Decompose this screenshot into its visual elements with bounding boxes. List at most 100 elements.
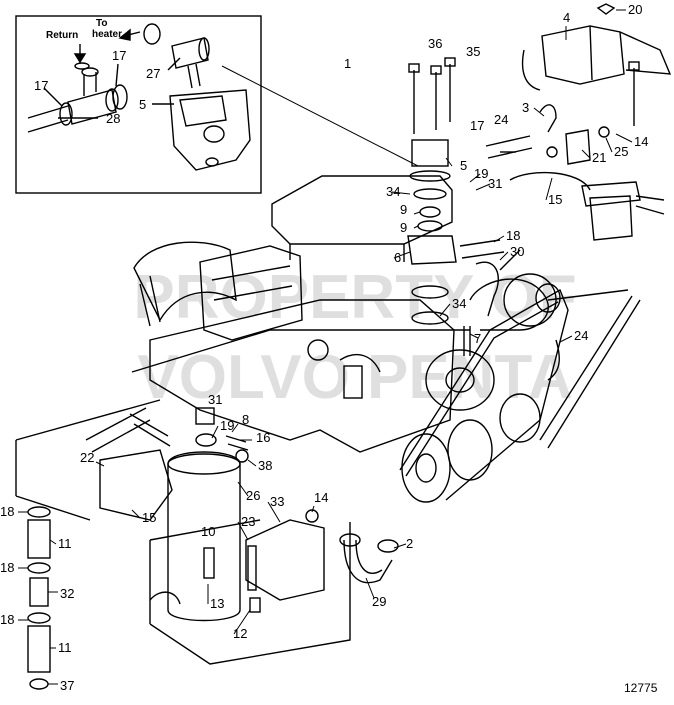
- callout-5-inset: 5: [139, 97, 146, 112]
- hose-to-filter: [509, 171, 591, 191]
- intake-hose: [133, 241, 237, 322]
- assembly-boundary: [15, 399, 351, 665]
- hose-24-top: [485, 135, 533, 159]
- clamp-18-a: [27, 506, 51, 518]
- inset-leader-17-right: [115, 63, 119, 87]
- callout-18-b: 18: [0, 560, 14, 575]
- callout-9b: 9: [400, 220, 407, 235]
- inset-hose-clamp-right: [105, 88, 119, 112]
- callout-19: 19: [474, 166, 488, 181]
- tank-hose-right: [619, 31, 672, 75]
- hose-upper-left-2: [129, 413, 171, 447]
- inset-valve-end: [198, 37, 210, 61]
- nut-14-lower: [305, 509, 319, 523]
- callout-24-right: 24: [574, 328, 588, 343]
- exhaust-manifold-lines: [211, 265, 293, 301]
- bracket-22: [99, 449, 173, 521]
- seawater-pump-pulley: [447, 419, 493, 481]
- callout-31: 31: [488, 176, 502, 191]
- inset-tee-pipe: [67, 89, 117, 125]
- callout-17: 17: [470, 118, 484, 133]
- leader-block-left: [131, 329, 470, 373]
- bolt-23: [247, 545, 257, 591]
- callout-35: 35: [466, 44, 480, 59]
- gasket-lower-b: [411, 311, 449, 325]
- exhaust-manifold: [199, 245, 303, 341]
- callout-36: 36: [428, 36, 442, 51]
- callout-leaders: [18, 9, 633, 685]
- callout-15-lower: 15: [142, 510, 156, 525]
- pipe-32: [29, 577, 49, 607]
- bolt-head-c: [444, 57, 456, 67]
- inset-heater-label-line2: heater: [92, 29, 122, 40]
- callout-14-lower: 14: [314, 490, 328, 505]
- hose-upper-left: [85, 407, 151, 453]
- callout-18-c: 18: [0, 612, 14, 627]
- cap-20: [596, 3, 616, 15]
- hose-11-top: [27, 519, 51, 559]
- nut-15-top: [546, 146, 558, 158]
- callout-17-inset-left: 17: [34, 78, 48, 93]
- elbow-3: [539, 104, 557, 133]
- inset-hose-clamp-left: [59, 102, 73, 126]
- fitting-16: [225, 435, 249, 451]
- callout-15: 15: [548, 192, 562, 207]
- callout-31-lower: 31: [208, 392, 222, 407]
- intake-hose-ribs: [139, 275, 161, 327]
- nut-12: [249, 597, 261, 613]
- callout-33: 33: [270, 494, 284, 509]
- callout-23: 23: [241, 514, 255, 529]
- nut-25: [598, 126, 610, 138]
- callout-30: 30: [510, 244, 524, 259]
- temp-sensor-7: [463, 326, 471, 356]
- inset-valve-27: [171, 37, 209, 69]
- gasket-34-top: [413, 188, 447, 200]
- bolt-head-b: [430, 65, 442, 75]
- engine-block: [149, 299, 455, 453]
- drain-hose: [149, 591, 181, 605]
- inset-leader-27: [167, 57, 181, 71]
- callout-9a: 9: [400, 202, 407, 217]
- fuel-filter-lines: [635, 195, 665, 215]
- watermark: PROPERTY OF VOLVO PENTA: [133, 263, 576, 412]
- callout-2: 2: [406, 536, 413, 551]
- block-detail: [339, 353, 381, 373]
- fitting-2: [377, 539, 399, 553]
- inset-hose-end-right: [112, 84, 128, 110]
- callout-18-a: 18: [0, 504, 14, 519]
- callout-14: 14: [634, 134, 648, 149]
- inset-housing-port: [203, 125, 225, 143]
- callout-19-lower: 19: [220, 418, 234, 433]
- strap-33: [245, 519, 325, 601]
- bolt-30: [499, 249, 521, 271]
- thermostat-9b: [417, 220, 443, 232]
- inset-housing-cavity: [179, 95, 227, 127]
- inset-leader-17-left: [43, 87, 63, 107]
- tank-top-ellipse: [167, 453, 241, 475]
- callout-26: 26: [246, 488, 260, 503]
- callout-37: 37: [60, 678, 74, 693]
- callout-4: 4: [563, 10, 570, 25]
- water-pump-pulley: [425, 349, 495, 411]
- inset-return-label: Return: [46, 30, 78, 41]
- callout-27: 27: [146, 66, 160, 81]
- callout-22: 22: [80, 450, 94, 465]
- callout-29: 29: [372, 594, 386, 609]
- callout-18: 18: [506, 228, 520, 243]
- callout-10: 10: [201, 524, 215, 539]
- callout-34-right: 34: [452, 296, 466, 311]
- callout-3: 3: [522, 100, 529, 115]
- inset-heater-fitting: [143, 23, 161, 45]
- bolt-head-a: [408, 63, 420, 73]
- inset-detail: [15, 15, 262, 194]
- fuel-filter-small: [343, 365, 363, 399]
- expansion-tank-edge: [589, 25, 593, 81]
- inset-heater-label-line1: To: [96, 18, 107, 29]
- tank-wire-8: [521, 49, 541, 91]
- inset-return-arrow-head: [73, 53, 87, 64]
- alternator-bracket: [469, 278, 549, 331]
- callout-32: 32: [60, 586, 74, 601]
- clamp-18-b: [27, 562, 51, 574]
